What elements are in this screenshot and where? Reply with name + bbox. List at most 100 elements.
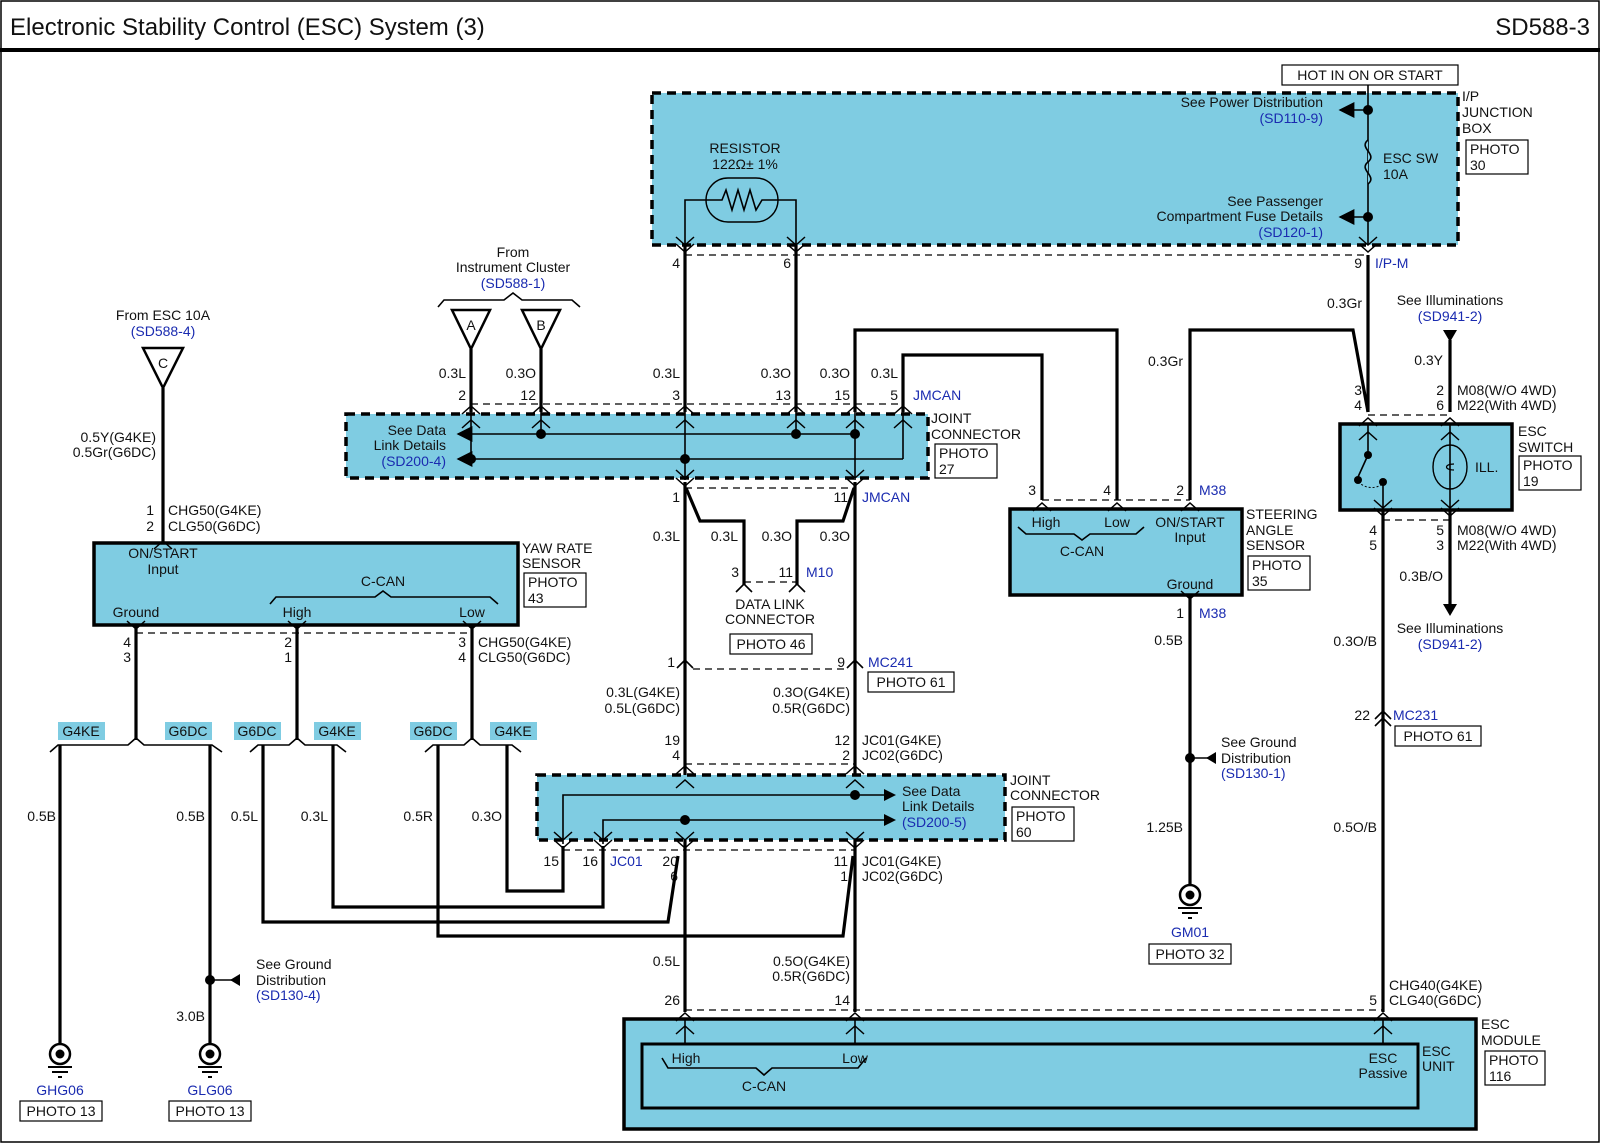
pin-number: 4 (1103, 482, 1111, 498)
ground-ref-link[interactable]: (SD130-1) (1221, 765, 1286, 781)
see-text: See Data (388, 422, 447, 438)
connector-id[interactable]: M10 (806, 564, 833, 580)
photo-ref-box[interactable] (1394, 725, 1482, 747)
component-name: ANGLE (1246, 522, 1293, 538)
data-link-ref-link[interactable]: (SD200-5) (902, 814, 967, 830)
wire-dlc-left (684, 487, 746, 585)
component-name: CONNECTOR (931, 426, 1021, 442)
connector-id[interactable]: CHG50 (478, 634, 525, 650)
photo-label: PHOTO 46 (737, 636, 806, 652)
svg-text:JC01(G4KE): JC01(G4KE) (862, 732, 941, 748)
connector-id[interactable]: JC02 (862, 868, 895, 884)
power-dist-ref-link[interactable]: (SD110-9) (1259, 110, 1323, 126)
brace (437, 291, 581, 308)
wire-label: 0.5B (27, 808, 56, 824)
connector-id[interactable]: M22 (1457, 537, 1484, 553)
connector-id[interactable]: JC01 (610, 853, 643, 869)
connector-id[interactable]: JC02 (862, 747, 895, 763)
connector-id[interactable]: M38 (1199, 605, 1226, 621)
ground-id[interactable]: GLG06 (187, 1082, 232, 1098)
connector-id[interactable]: M08 (1457, 382, 1484, 398)
esc-module[interactable] (622, 1017, 1478, 1131)
data-link-ref-link[interactable]: (SD200-4) (381, 453, 446, 469)
connector-id[interactable]: M08 (1457, 522, 1484, 538)
resistor-icon (684, 187, 797, 245)
connector-id[interactable]: I/P-M (1375, 255, 1408, 271)
wire-label: 0.3O (472, 808, 502, 824)
wire (505, 745, 565, 893)
photo-ref-box[interactable] (1011, 806, 1075, 842)
connector-terminals (126, 236, 1460, 1035)
component-name: MODULE (1481, 1032, 1541, 1048)
connector-id[interactable]: MC231 (1393, 707, 1438, 723)
joint-connector-bottom[interactable] (535, 773, 1007, 842)
wire-label: 0.3L (301, 808, 328, 824)
connector-id[interactable]: JC01 (862, 853, 895, 869)
photo-ref-box[interactable] (19, 1100, 103, 1122)
variant-label: (With 4WD) (1484, 537, 1556, 553)
wire-label: 0.5Y(G4KE) (81, 429, 156, 445)
connector-id[interactable]: MC241 (868, 654, 913, 670)
variant-label: (G6DC) (895, 747, 943, 763)
steering-angle-sensor[interactable] (1008, 507, 1244, 597)
variant-tag (58, 722, 105, 740)
photo-ref-box[interactable] (934, 443, 998, 479)
photo-label: PHOTO (1470, 141, 1520, 157)
instrument-cluster-ref-link[interactable]: (SD588-1) (481, 275, 546, 291)
connector-id[interactable]: CHG50 (168, 502, 215, 518)
esc-unit[interactable] (640, 1042, 1420, 1110)
splice-dot (680, 454, 690, 464)
photo-ref-box[interactable] (867, 671, 955, 693)
see-text: Distribution (1221, 750, 1291, 766)
terminal-chevron-icon (593, 839, 613, 850)
svg-text:CHG40(G4KE): CHG40(G4KE) (1389, 977, 1482, 993)
connector-id[interactable]: CLG50 (168, 518, 213, 534)
pin-function: High (283, 604, 312, 620)
esc-fuse-ref-link[interactable]: (SD588-4) (131, 323, 196, 339)
wire-label: 0.3B/O (1399, 568, 1443, 584)
photo-ref-box[interactable] (168, 1100, 252, 1122)
photo-ref-box[interactable] (1465, 139, 1529, 175)
see-text: See Ground (1221, 734, 1297, 750)
illum-ref-link[interactable]: (SD941-2) (1418, 636, 1483, 652)
terminal-chevron-icon (461, 404, 481, 415)
variant-split (424, 736, 522, 753)
connector-id[interactable]: M22 (1457, 397, 1484, 413)
wire-label: 3.0B (176, 1008, 205, 1024)
connector-id[interactable]: CHG40 (1389, 977, 1436, 993)
component-name: CONNECTOR (1010, 787, 1100, 803)
ip-box-name: I/P (1462, 88, 1479, 104)
photo-ref-box[interactable] (1518, 455, 1582, 491)
joint-connector-top[interactable] (344, 412, 930, 480)
ground-ref-link[interactable]: (SD130-4) (256, 987, 321, 1003)
ground-id[interactable]: GM01 (1171, 924, 1209, 940)
wire-label: 0.5L (231, 808, 258, 824)
ip-junction-box[interactable] (650, 91, 1460, 247)
connector-id[interactable]: JMCAN (913, 387, 961, 403)
illum-ref-link[interactable]: (SD941-2) (1418, 308, 1483, 324)
ground-id[interactable]: GHG06 (36, 1082, 84, 1098)
connector-id[interactable]: JC01 (862, 732, 895, 748)
bus-label: C-CAN (1060, 543, 1104, 559)
terminal-chevron-icon (845, 1011, 865, 1022)
wire-label: 0.5Gr(G6DC) (73, 444, 156, 460)
connector-id[interactable]: JMCAN (862, 489, 910, 505)
pass-fuse-ref-link[interactable]: (SD120-1) (1258, 224, 1323, 240)
connector-id[interactable]: CLG50 (478, 649, 523, 665)
pin-number: 26 (664, 992, 680, 1008)
connector-id[interactable]: M38 (1199, 482, 1226, 498)
photo-ref-box[interactable] (1148, 943, 1232, 965)
terminal-chevron-icon (1373, 1024, 1393, 1035)
photo-ref-box[interactable] (1484, 1050, 1546, 1086)
arrow-data-link-icon (884, 789, 896, 826)
yaw-rate-sensor[interactable] (92, 541, 520, 627)
photo-ref-box[interactable] (523, 572, 587, 608)
photo-number: 43 (528, 590, 544, 606)
bus-line-low (602, 819, 886, 844)
photo-ref-box[interactable] (729, 633, 813, 655)
pin-function: Low (459, 604, 486, 620)
photo-ref-box[interactable] (1247, 555, 1311, 591)
terminal-chevron-icon (126, 620, 146, 631)
terminal-chevron-icon (675, 469, 695, 480)
connector-id[interactable]: CLG40 (1389, 992, 1434, 1008)
